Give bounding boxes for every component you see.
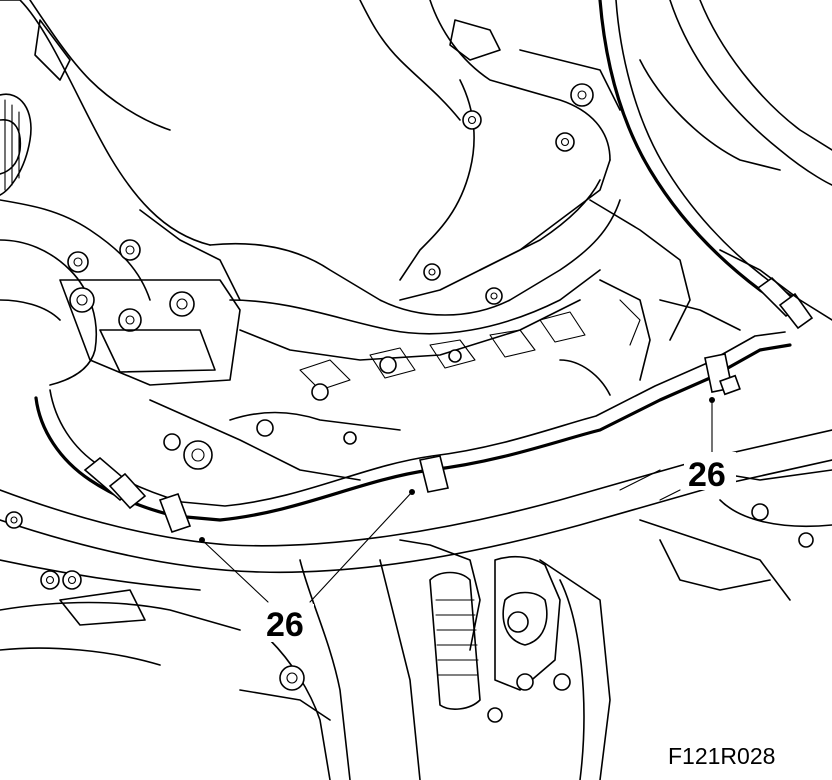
bolt-cluster-left [67,239,195,332]
figure-code: F121R028 [668,743,775,769]
clip-left [158,492,192,534]
clip-middle [419,455,449,493]
leader-line-left [201,539,269,603]
callout-label-left: 26 [266,606,304,644]
engine-linework [0,0,832,481]
callout-label-right: 26 [688,456,726,494]
brake-line-assembly [34,331,792,534]
callout-leaders [199,397,715,603]
leader-line-middle [309,491,413,603]
subframe-linework [0,429,832,780]
